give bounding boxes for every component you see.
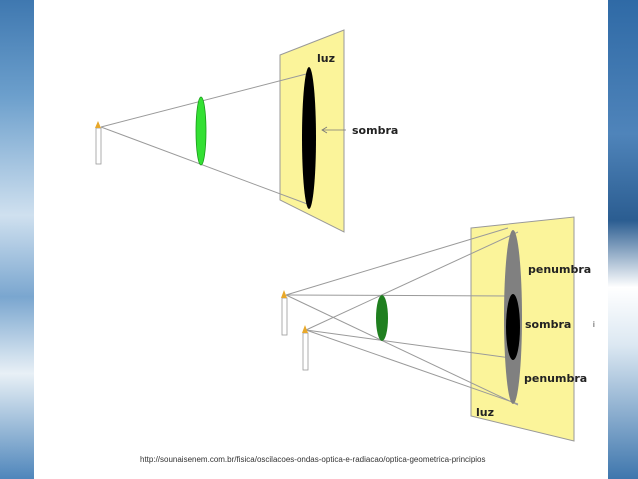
candle-top: [95, 127, 102, 165]
optics-diagram: luz sombra penumbra sombra penumbra luz: [95, 29, 595, 464]
ray-bottom-d: [305, 231, 519, 331]
screen-bottom: [470, 216, 575, 442]
candle-flame-bottom-2: [302, 325, 308, 333]
shadow-bottom: [506, 294, 520, 360]
sky-background-right: [608, 0, 638, 479]
label-penumbra-top: penumbra: [528, 263, 591, 276]
label-luz-bottom: luz: [476, 406, 494, 419]
ray-bottom-a: [285, 227, 509, 296]
ray-bottom-c: [285, 294, 519, 406]
arrow-sombra-head: [321, 126, 328, 134]
label-luz-top: luz: [317, 52, 335, 65]
ray-bottom-f: [305, 329, 519, 405]
ray-top-upper: [100, 72, 311, 128]
candle-bottom-1: [281, 297, 288, 336]
side-mark: i: [593, 320, 595, 329]
ray-top-lower: [100, 126, 311, 206]
object-top: [195, 96, 207, 166]
diagram-umbra: luz sombra: [95, 29, 398, 233]
source-url: http://sounaisenem.com.br/fisica/oscilac…: [140, 455, 486, 464]
diagram-penumbra: penumbra sombra penumbra luz i: [281, 216, 595, 442]
ray-bottom-b: [285, 294, 519, 297]
candle-bottom-2: [302, 332, 309, 371]
label-penumbra-bottom: penumbra: [524, 372, 587, 385]
shadow-top: [302, 67, 316, 209]
label-sombra-bottom: sombra: [525, 318, 571, 331]
object-bottom: [376, 295, 388, 341]
candle-flame-bottom-1: [281, 290, 287, 298]
ray-bottom-e: [305, 329, 519, 360]
candle-flame-top: [95, 121, 101, 128]
slide-canvas: luz sombra penumbra sombra penumbra luz: [34, 0, 608, 479]
label-sombra-top: sombra: [352, 124, 398, 137]
sky-background-left: [0, 0, 34, 479]
